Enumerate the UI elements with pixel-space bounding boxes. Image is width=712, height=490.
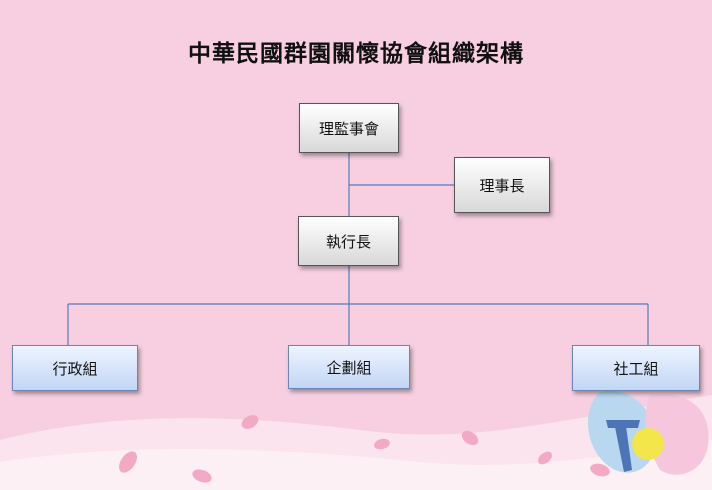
page-title: 中華民國群園關懷協會組織架構 bbox=[188, 41, 524, 67]
node-social-group: 社工組 bbox=[572, 345, 700, 391]
petals bbox=[119, 415, 610, 483]
node-planning-group: 企劃組 bbox=[288, 345, 410, 389]
node-board: 理監事會 bbox=[299, 103, 399, 153]
connector-lines bbox=[67, 153, 649, 345]
node-executive: 執行長 bbox=[298, 216, 399, 266]
pink-wave-light bbox=[0, 440, 712, 490]
mascot-logo-icon bbox=[588, 390, 709, 475]
node-admin-group: 行政組 bbox=[12, 345, 138, 391]
node-chairman: 理事長 bbox=[454, 157, 550, 213]
